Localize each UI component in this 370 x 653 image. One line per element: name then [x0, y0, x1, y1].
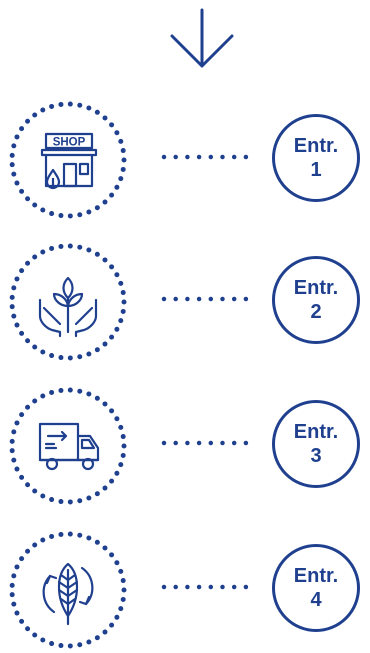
step-badge-label: Entr. — [293, 277, 339, 299]
dotted-circle-3 — [9, 387, 127, 505]
shop-sign-text: SHOP — [53, 137, 86, 149]
step-row-3: Entr. 3 — [0, 384, 370, 509]
step-badge-2: Entr. 2 — [272, 256, 360, 344]
step-badge-number: 1 — [310, 159, 322, 181]
step-badge-number: 2 — [310, 301, 322, 323]
delivery-truck-icon — [38, 422, 100, 471]
step-badge-1: Entr. 1 — [272, 114, 360, 202]
down-arrow-icon — [170, 8, 234, 68]
step-row-4: Entr. 4 — [0, 528, 370, 653]
step-row-2: Entr. 2 — [0, 240, 370, 365]
step-badge-number: 3 — [310, 445, 322, 467]
dotted-circle-2 — [9, 243, 127, 361]
step-badge-label: Entr. — [293, 421, 339, 443]
connector-dots-3 — [161, 440, 249, 446]
step-row-1: SHOP Entr. 1 — [0, 98, 370, 223]
step-badge-label: Entr. — [293, 135, 339, 157]
recycle-leaf-icon — [42, 562, 94, 626]
connector-dots-1 — [161, 154, 249, 160]
connector-dots-4 — [161, 584, 249, 590]
connector-dots-2 — [161, 296, 249, 302]
shop-icon: SHOP — [40, 132, 98, 190]
dotted-circle-1: SHOP — [9, 101, 127, 219]
dotted-circle-4 — [9, 531, 127, 649]
step-badge-3: Entr. 3 — [272, 400, 360, 488]
plant-in-hands-icon — [38, 276, 98, 338]
step-badge-label: Entr. — [293, 565, 339, 587]
step-badge-number: 4 — [310, 589, 322, 611]
step-badge-4: Entr. 4 — [272, 544, 360, 632]
